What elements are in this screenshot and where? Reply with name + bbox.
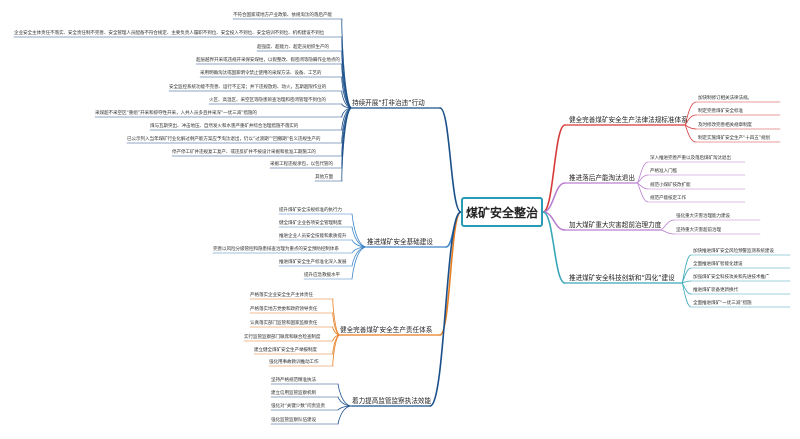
leaf-foundation-1[interactable]: 提升煤矿安全法规标准的执行力: [279, 208, 342, 213]
leaf-responsibility-4[interactable]: 实行监管监察部门联席和联合检查制度: [244, 335, 321, 340]
leaf-foundation-2[interactable]: 健全煤矿企业各项安全管理制度: [279, 221, 342, 226]
leaf-enforcement-1[interactable]: 坚持严格规范精准执法: [271, 378, 316, 383]
branch-capacity-exit[interactable]: 推进落后产能淘汰退出: [569, 174, 635, 182]
leaf-foundation-4[interactable]: 完善以风险分级管控和隐患排查治理为重点的安全预防控制体系: [213, 247, 339, 252]
leaf-responsibility-5[interactable]: 建立健全煤矿安全生产举报制度: [254, 348, 317, 353]
leaf-crackdown-9[interactable]: 煤与瓦斯突出、冲击地压、自然发火和水害严重矿井综合治理措施不落实的: [150, 124, 299, 129]
leaf-tech-5[interactable]: 全面推进煤矿“一优三减”措施: [693, 301, 752, 306]
leaf-crackdown-6[interactable]: 安全监控系统功能不完善、运行不正常；井下违规放炮、动火，瓦斯超限作业的: [169, 85, 327, 90]
leaf-crackdown-7[interactable]: 火区、高温区、采空区等隐患辨查治理和密闭管理不到位的: [209, 98, 326, 103]
leaf-foundation-6[interactable]: 提升应急救援水平: [304, 273, 340, 278]
leaf-capacity-2[interactable]: 严格准入门槛: [650, 169, 677, 174]
leaf-crackdown-8[interactable]: 采煤超不采空区“重组”开采和掠夺性开采，入井人员多且井采深“一优三减”措施的: [95, 111, 257, 116]
leaf-legal-2[interactable]: 制定完善煤矿安全标准: [698, 109, 743, 114]
leaf-enforcement-4[interactable]: 强化监管监察队伍建设: [271, 418, 316, 423]
leaf-capacity-4[interactable]: 规范产能核定工作: [650, 196, 686, 201]
leaf-tech-1[interactable]: 加快推进煤矿安全风险预警监测系统建设: [693, 249, 774, 254]
leaf-enforcement-2[interactable]: 建立信用监管监察机制: [271, 391, 316, 396]
leaf-capacity-3[interactable]: 规范小煤矿技改扩能: [650, 183, 691, 188]
leaf-tech-2[interactable]: 全面推进煤矿智能化建设: [693, 262, 743, 267]
leaf-enforcement-3[interactable]: 强化对“关键少数”问责追责: [271, 404, 325, 409]
leaf-crackdown-4[interactable]: 超层越界开采或违规开采保安煤柱，以假整改、假密闭等隐瞒作业地点的: [196, 58, 340, 63]
branch-tech-innovation[interactable]: 推进煤矿安全科技创新和“四化”建设: [569, 274, 675, 282]
leaf-crackdown-11[interactable]: 停产停工矿井违规复工复产、或违反矿井不按设计采掘和批准工期施工的: [172, 150, 316, 155]
leaf-crackdown-12[interactable]: 采掘工程违规承包，以包代管的: [270, 162, 333, 167]
branch-crackdown[interactable]: 持续开展“打非治违”行动: [352, 99, 425, 107]
leaf-tech-3[interactable]: 加强煤矿安全科技攻关和先进技术推广: [693, 275, 770, 280]
leaf-legal-3[interactable]: 及时修改完善相关规章制度: [698, 123, 752, 128]
branch-enforcement[interactable]: 着力提高监管监察执法效能: [352, 397, 432, 405]
central-topic[interactable]: 煤矿安全整治: [461, 197, 543, 227]
branch-disaster-control[interactable]: 加大煤矿重大灾害超前治理力度: [569, 221, 662, 229]
leaf-foundation-5[interactable]: 推进煤矿安全生产标准化深入发展: [279, 260, 347, 265]
leaf-crackdown-3[interactable]: 超强度、超能力、超定员组织生产的: [257, 45, 329, 50]
leaf-legal-4[interactable]: 制定实施煤矿安全生产“十四五”规划: [698, 136, 770, 141]
leaf-responsibility-3[interactable]: 认真落实部门监管和国家监察责任: [250, 321, 318, 326]
branch-responsibility[interactable]: 健全完善煤矿安全生产责任体系: [340, 326, 433, 334]
leaf-legal-1[interactable]: 加快制修订相关法律法规。: [698, 96, 752, 101]
leaf-crackdown-5[interactable]: 采用明确淘汰或国家明令禁止使用的采煤方法、设备、工艺的: [200, 71, 322, 76]
branch-foundation[interactable]: 推进煤矿安全基础建设: [367, 238, 433, 246]
leaf-crackdown-10[interactable]: 已公示列入当年煤矿行业化解过剩产能方案应予淘汰退出，仍以“过渡期”“回撤期”名义…: [127, 137, 321, 142]
leaf-crackdown-2[interactable]: 企业安全主体责任不落实、安全责任制不完善、安全管理人员配备不符合规定、主要负责人…: [14, 31, 325, 36]
leaf-crackdown-13[interactable]: 其他方面: [315, 175, 333, 180]
leaf-capacity-1[interactable]: 深入推进完善严重以及落后煤矿淘汰退出: [650, 156, 731, 161]
leaf-responsibility-1[interactable]: 严格落实企业安全生产主体责任: [250, 293, 313, 298]
leaf-disaster-1[interactable]: 强化重大灾害治理能力建设: [676, 214, 730, 219]
leaf-foundation-3[interactable]: 推进企业人员安全技能和素质提升: [279, 234, 347, 239]
leaf-tech-4[interactable]: 推进煤矿装备更新换代: [693, 288, 738, 293]
branch-legal-system[interactable]: 健全完善煤矿安全生产法律法规标准体系: [569, 116, 688, 124]
leaf-crackdown-1[interactable]: 不符合国家或地方产业政策、依规淘汰的落后产能: [233, 13, 332, 18]
leaf-responsibility-2[interactable]: 严格落实地方党委和政府领导责任: [250, 307, 318, 312]
leaf-disaster-2[interactable]: 坚持重大灾害超前治理: [676, 228, 721, 233]
leaf-responsibility-6[interactable]: 强化用事故教训推动工作: [269, 360, 319, 365]
